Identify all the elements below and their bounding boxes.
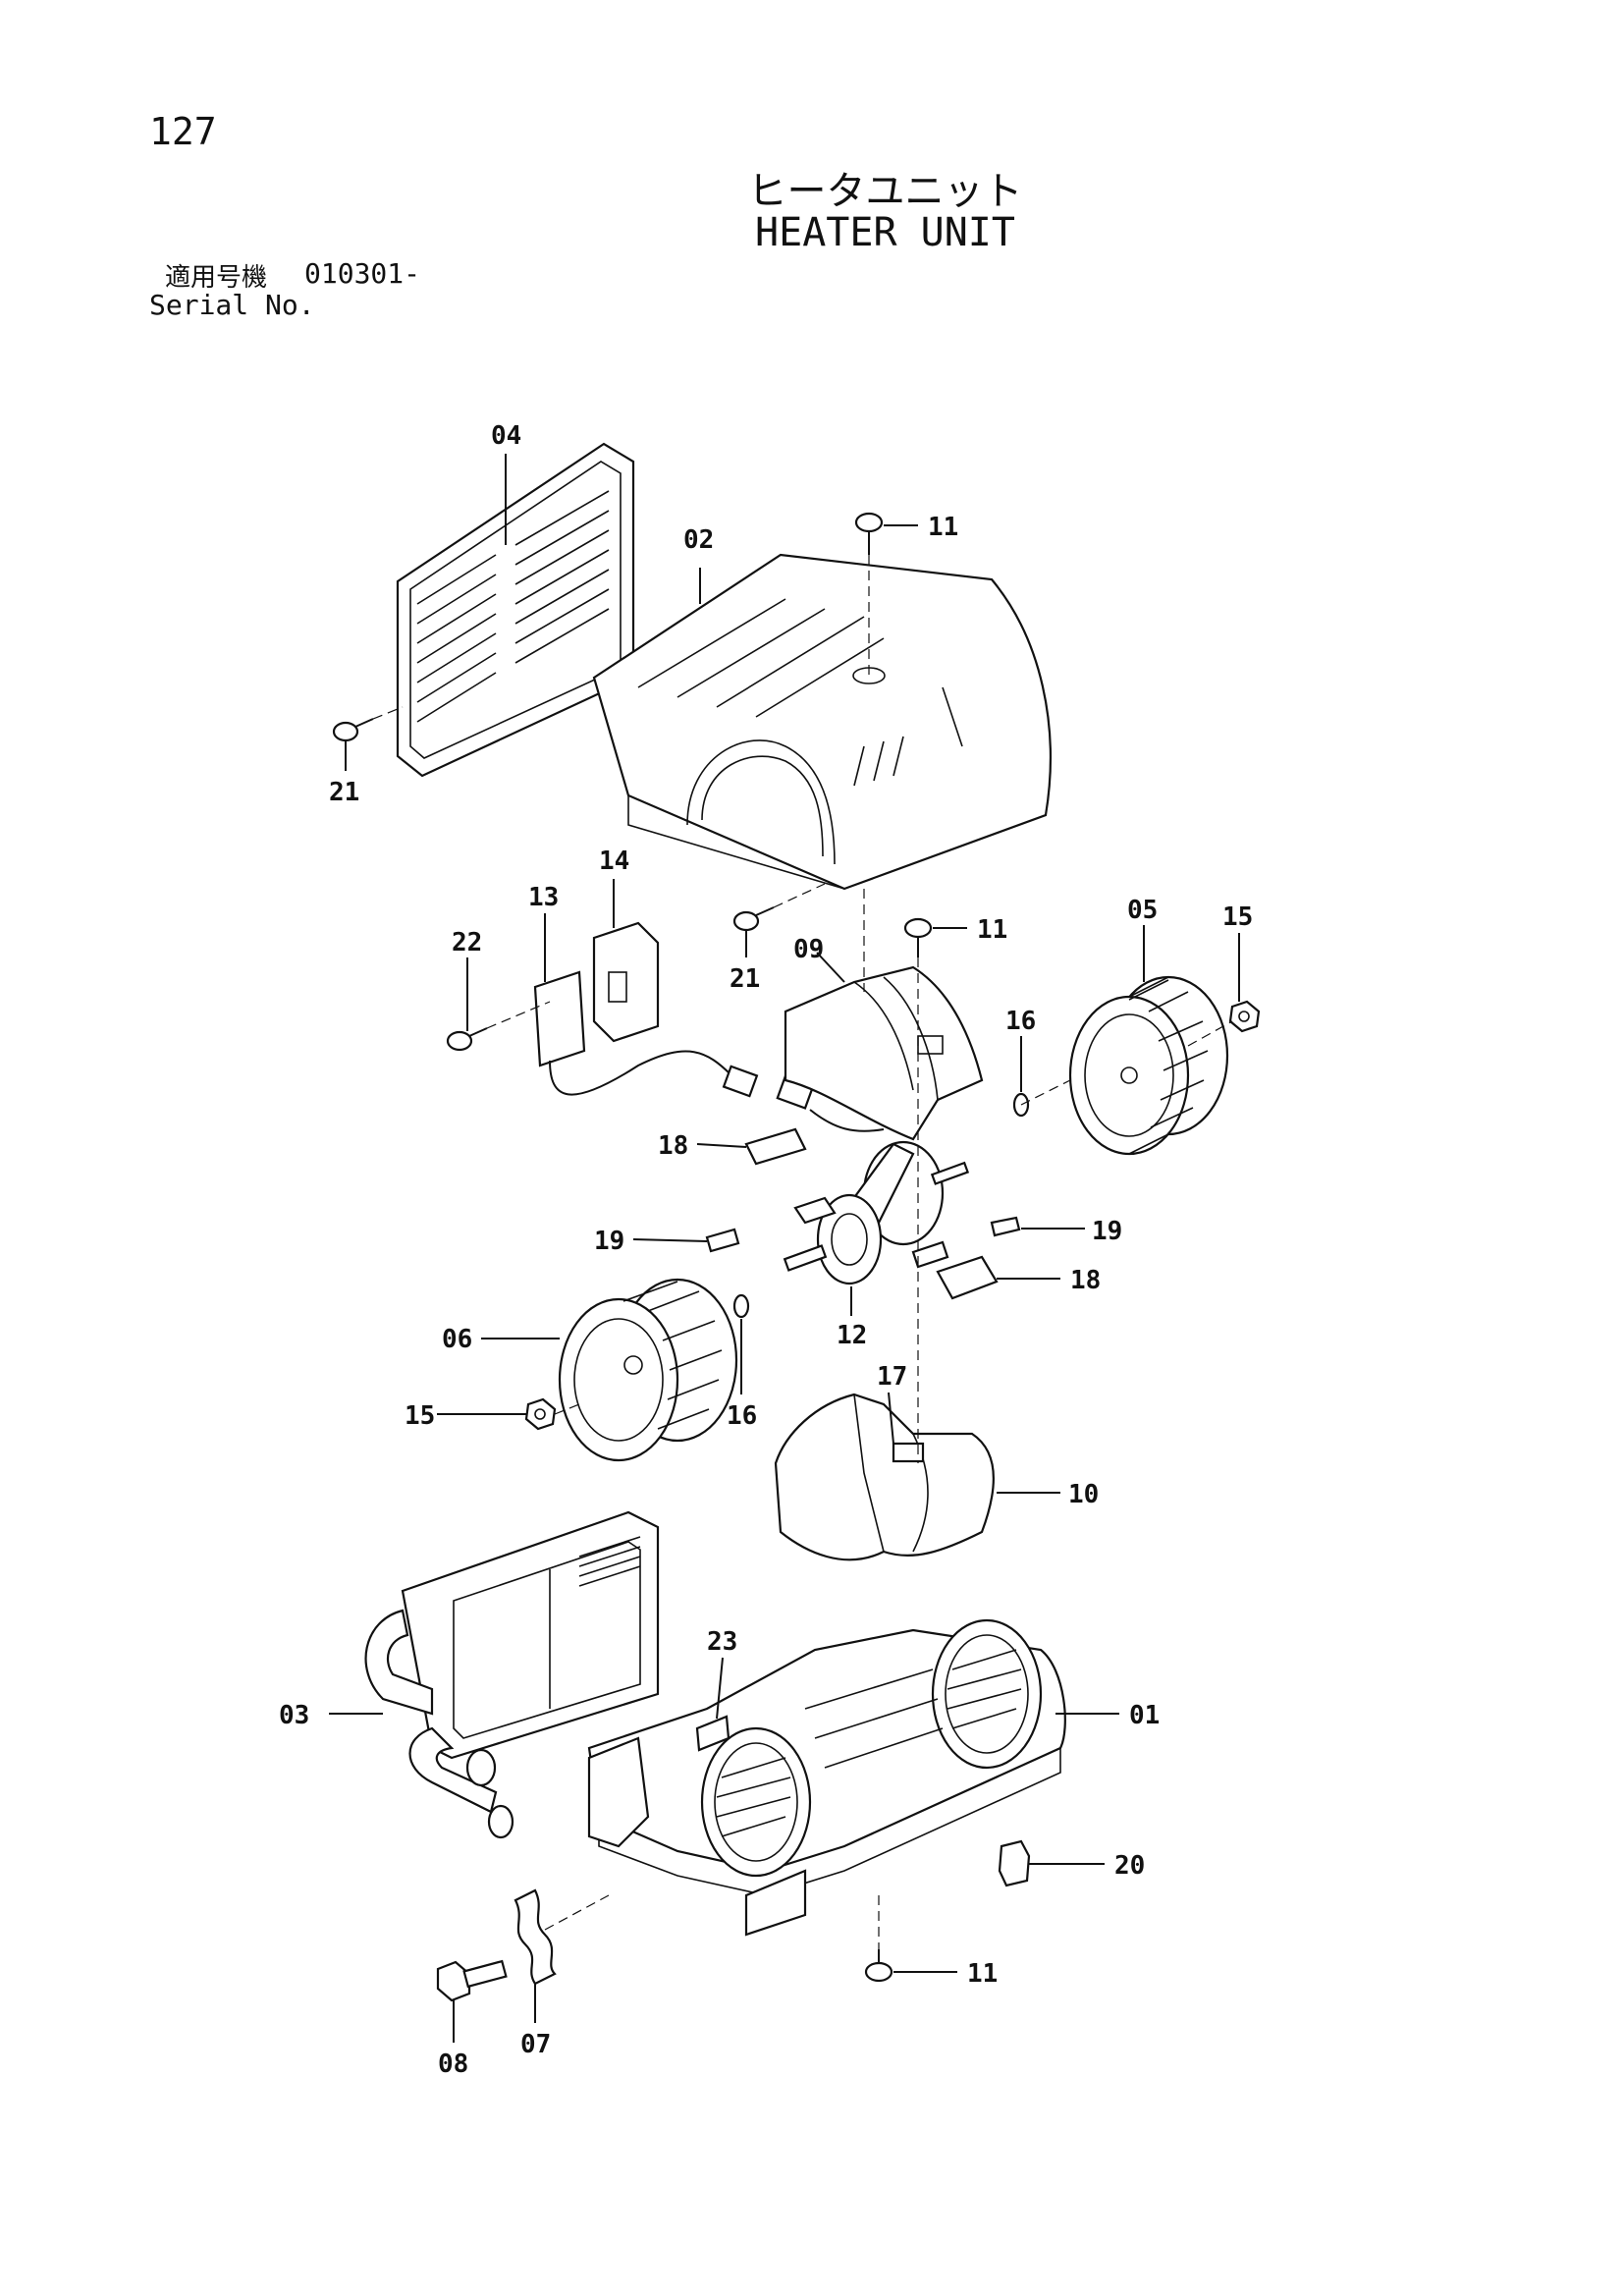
- serial-label-japanese: 適用号機: [165, 263, 268, 293]
- callout-01: 01: [1129, 1701, 1160, 1730]
- part-12-blower-motor: [783, 1140, 970, 1285]
- callout-10: 10: [1068, 1480, 1099, 1509]
- part-05-right-fan-wheel: [1068, 975, 1229, 1156]
- part-01-lower-case: [587, 1618, 1066, 1937]
- page-title-japanese: ヒータユニット: [747, 169, 1023, 214]
- callout-05: 05: [1127, 896, 1158, 925]
- part-21-screw-lower: [732, 906, 775, 932]
- part-15-nut-left: [524, 1397, 557, 1431]
- callout-15-left: 15: [405, 1401, 435, 1431]
- callout-11-bottom: 11: [967, 1959, 998, 1989]
- callout-11-top: 11: [928, 513, 958, 542]
- serial-label-english: Serial No.: [149, 289, 315, 321]
- callout-13: 13: [528, 883, 559, 912]
- callout-21-upper: 21: [329, 778, 359, 807]
- page-number: 127: [149, 110, 217, 153]
- callout-12: 12: [837, 1321, 867, 1350]
- part-03-heater-core: [364, 1510, 660, 1839]
- callout-11-middle: 11: [977, 915, 1007, 945]
- assembly-guide-lines: [372, 555, 1233, 1949]
- callout-17: 17: [877, 1362, 907, 1392]
- part-19-pad-right: [990, 1216, 1021, 1237]
- callout-leader-lines: [329, 454, 1240, 2043]
- part-02-upper-cover: [592, 553, 1052, 891]
- callout-02: 02: [683, 525, 714, 555]
- part-19-pad-left: [705, 1228, 740, 1253]
- callout-19-left: 19: [594, 1227, 624, 1256]
- callout-04: 04: [491, 421, 521, 451]
- part-18-bracket-lower: [936, 1255, 999, 1300]
- part-21-screw-upper: [332, 718, 374, 742]
- part-09-upper-scroll-case: [784, 965, 984, 1141]
- part-04-filter-panel: [396, 442, 635, 778]
- callout-21-lower: 21: [730, 964, 760, 994]
- part-14-bracket: [592, 921, 660, 1043]
- part-07-clamp: [514, 1888, 557, 1986]
- part-23-seal: [695, 1715, 730, 1752]
- part-20-grommet: [998, 1839, 1031, 1887]
- callout-16-left: 16: [727, 1401, 757, 1431]
- callout-08: 08: [438, 2050, 468, 2079]
- callout-16-right: 16: [1005, 1007, 1036, 1036]
- part-11-screw-top: [854, 512, 884, 555]
- callout-22: 22: [452, 928, 482, 957]
- part-22-screw: [446, 1027, 488, 1052]
- callout-20: 20: [1114, 1851, 1145, 1881]
- callout-23: 23: [707, 1627, 737, 1657]
- callout-03: 03: [279, 1701, 309, 1730]
- callout-18-lower: 18: [1070, 1266, 1101, 1295]
- callout-06: 06: [442, 1325, 472, 1354]
- callout-18-upper: 18: [658, 1131, 688, 1161]
- part-06-left-fan-wheel: [558, 1278, 738, 1462]
- part-08-bolt: [436, 1959, 508, 2002]
- callout-15-right: 15: [1222, 902, 1253, 932]
- callout-07: 07: [520, 2030, 551, 2059]
- page-title-english: HEATER UNIT: [755, 210, 1015, 255]
- serial-number-value: 010301-: [304, 257, 421, 290]
- part-18-bracket-upper: [744, 1127, 807, 1166]
- callout-19-right: 19: [1092, 1217, 1122, 1246]
- part-11-screw-bottom: [864, 1949, 893, 1983]
- part-11-screw-middle: [903, 917, 933, 957]
- callout-14: 14: [599, 847, 629, 876]
- part-15-nut-right: [1228, 1000, 1261, 1033]
- part-16-washer-left: [732, 1293, 750, 1319]
- callout-09: 09: [793, 935, 824, 964]
- part-10-lower-scroll-case: [774, 1393, 996, 1561]
